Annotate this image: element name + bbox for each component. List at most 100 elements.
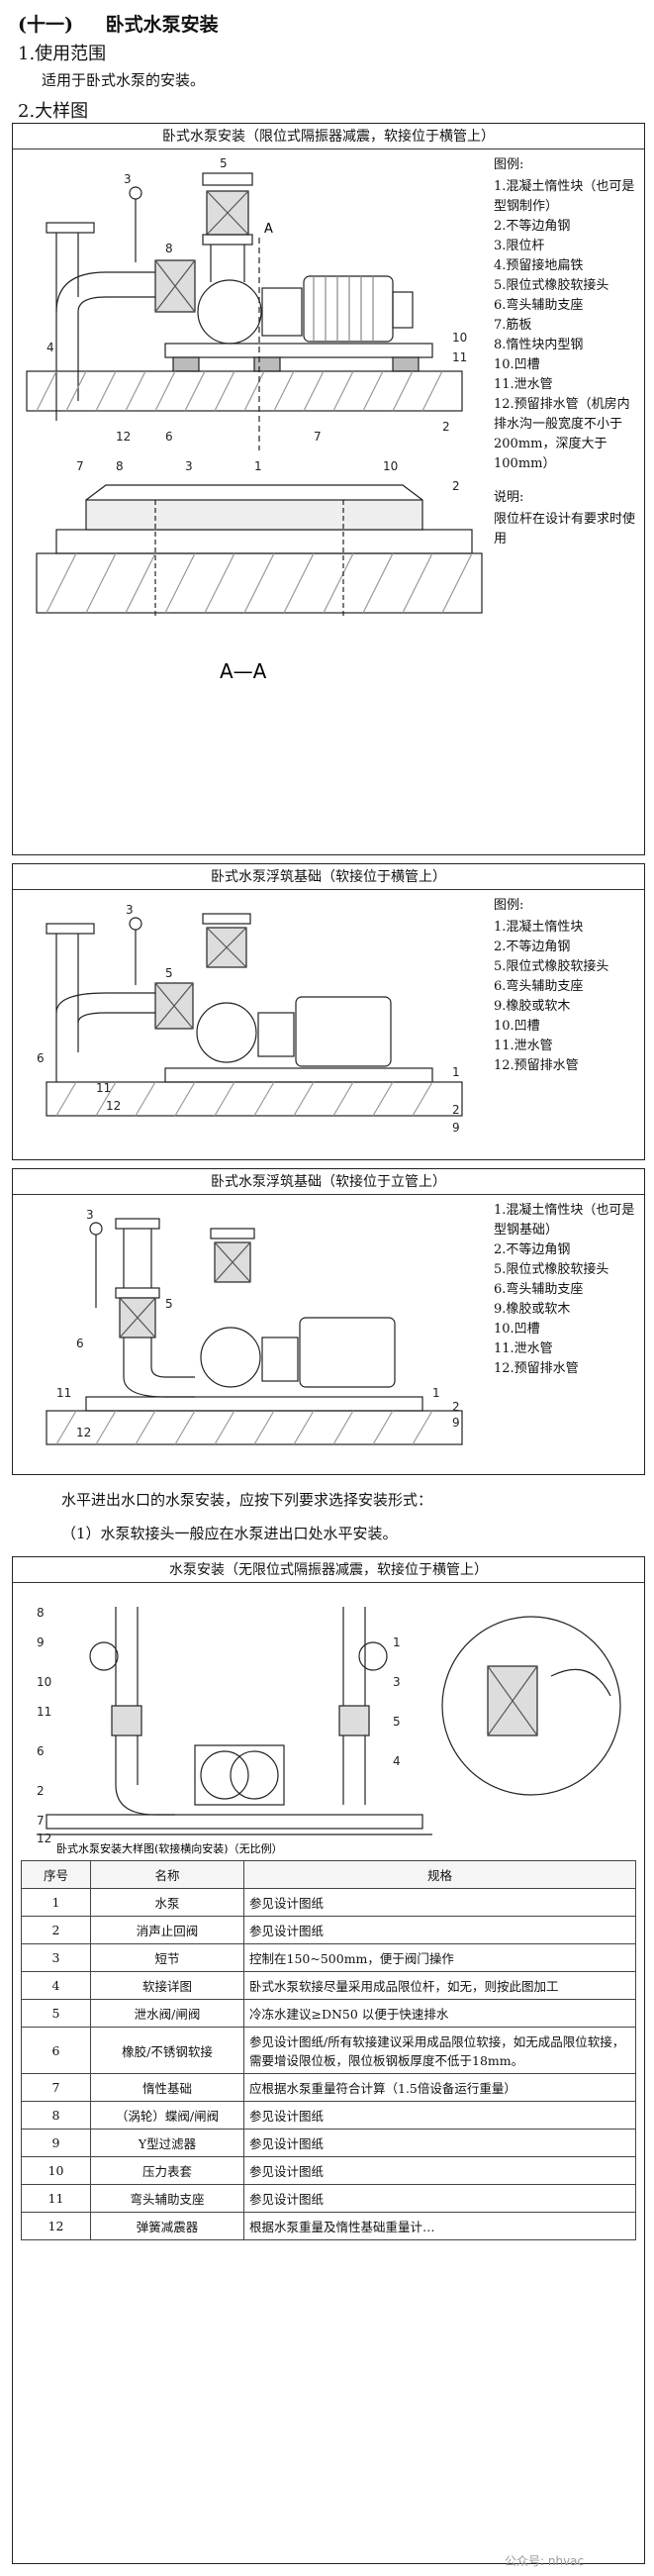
svg-text:3: 3 xyxy=(86,1208,94,1222)
svg-text:6: 6 xyxy=(37,1744,45,1758)
note-title: 说明: xyxy=(494,490,524,505)
svg-text:8: 8 xyxy=(165,242,173,255)
svg-text:9: 9 xyxy=(452,1121,460,1135)
section-heading: (十一) 卧式水泵安装 xyxy=(18,10,219,37)
legend-item: 2.不等边角钢 xyxy=(494,219,571,234)
cell-spec: 根据水泵重量及惰性基础重量计… xyxy=(243,2212,636,2240)
table-row: 11 弯头辅助支座 参见设计图纸 xyxy=(21,2184,636,2213)
cell-name: 消声止回阀 xyxy=(90,1916,244,1944)
table-row: 5 泄水阀/闸阀 冷冻水建议≥DN50 以便于快速排水 xyxy=(21,1999,636,2028)
table-row: 6 橡胶/不锈钢软接 参见设计图纸/所有软接建议采用成品限位软接，如无成品限位软… xyxy=(21,2027,636,2074)
svg-text:7: 7 xyxy=(37,1814,45,1828)
figure-2-legend: 图例: 1.混凝土惰性块 2.不等边角钢 5.限位式橡胶软接头 6.弯头辅助支座… xyxy=(494,896,642,1076)
legend-item: 8.惰性块内型钢 xyxy=(494,338,584,352)
legend-item: 5.限位式橡胶软接头 xyxy=(494,959,609,974)
svg-text:11: 11 xyxy=(37,1705,51,1719)
header-name: 名称 xyxy=(90,1860,244,1889)
svg-text:6: 6 xyxy=(76,1337,84,1350)
legend-item: 10.凹槽 xyxy=(494,357,540,372)
cell-name: 泄水阀/闸阀 xyxy=(90,1999,244,2028)
scope-text: 适用于卧式水泵的安装。 xyxy=(42,71,206,89)
svg-text:11: 11 xyxy=(56,1386,71,1400)
svg-text:1: 1 xyxy=(393,1635,401,1649)
svg-text:4: 4 xyxy=(47,341,54,354)
legend-item: 1.混凝土惰性块 xyxy=(494,920,584,935)
scope-heading: 1.使用范围 xyxy=(18,44,107,64)
spec-table: 序号 名称 规格 1 水泵 参见设计图纸 2 消声止回阀 参见设计图纸 3 短节… xyxy=(21,1860,636,2240)
cell-spec: 卧式水泵软接尽量采用成品限位杆，如无，则按此图加工 xyxy=(243,1971,636,2000)
figure-1-legend: 图例: 1.混凝土惰性块（也可是型钢制作） 2.不等边角钢 3.限位杆 4.预留… xyxy=(494,155,642,549)
svg-text:10: 10 xyxy=(452,331,467,345)
svg-text:1: 1 xyxy=(432,1386,440,1400)
section-number: (十一) xyxy=(18,14,73,36)
cell-no: 1 xyxy=(21,1888,91,1917)
section-label-aa: A—A xyxy=(220,659,267,683)
table-row: 7 惰性基础 应根据水泵重量符合计算（1.5倍设备运行重量） xyxy=(21,2073,636,2102)
paragraph-1: 水平进出水口的水泵安装，应按下列要求选择安装形式： xyxy=(61,1491,433,1509)
figure-3-title: 卧式水泵浮筑基础（软接位于立管上） xyxy=(13,1169,644,1195)
svg-text:8: 8 xyxy=(116,459,124,473)
svg-text:2: 2 xyxy=(452,1400,460,1414)
cell-spec: 参见设计图纸 xyxy=(243,2156,636,2185)
cell-name: 弹簧减震器 xyxy=(90,2212,244,2240)
svg-text:7: 7 xyxy=(76,459,84,473)
svg-text:2: 2 xyxy=(442,420,450,434)
legend-title: 图例: xyxy=(494,157,524,172)
legend-item: 1.混凝土惰性块（也可是型钢基础） xyxy=(494,1203,635,1238)
cell-spec: 参见设计图纸 xyxy=(243,1888,636,1917)
svg-text:12: 12 xyxy=(76,1426,91,1439)
cell-spec: 参见设计图纸 xyxy=(243,2184,636,2213)
figure-4-title: 水泵安装（无限位式隔振器减震，软接位于横管上） xyxy=(13,1557,644,1583)
cell-no: 4 xyxy=(21,1971,91,2000)
cell-no: 3 xyxy=(21,1943,91,1972)
cell-no: 7 xyxy=(21,2073,91,2102)
legend-item: 2.不等边角钢 xyxy=(494,1242,571,1257)
svg-text:9: 9 xyxy=(37,1635,45,1649)
cell-name: 压力表套 xyxy=(90,2156,244,2185)
svg-text:10: 10 xyxy=(383,459,398,473)
svg-text:1: 1 xyxy=(254,459,262,473)
legend-item: 11.泄水管 xyxy=(494,1039,553,1053)
svg-text:2: 2 xyxy=(452,479,460,493)
cell-no: 8 xyxy=(21,2101,91,2130)
cell-spec: 参见设计图纸 xyxy=(243,2101,636,2130)
svg-text:3: 3 xyxy=(126,903,134,917)
figure-4-caption: 卧式水泵安装大样图(软接横向安装)（无比例） xyxy=(56,1841,283,1854)
legend-item: 11.泄水管 xyxy=(494,377,553,392)
svg-text:12: 12 xyxy=(37,1832,51,1845)
legend-item: 11.泄水管 xyxy=(494,1341,553,1356)
cell-name: 短节 xyxy=(90,1943,244,1972)
cell-no: 6 xyxy=(21,2027,91,2074)
cell-name: 水泵 xyxy=(90,1888,244,1917)
legend-item: 10.凹槽 xyxy=(494,1322,540,1337)
table-row: 8 （涡轮）蝶阀/闸阀 参见设计图纸 xyxy=(21,2101,636,2130)
svg-text:5: 5 xyxy=(220,156,228,170)
cell-name: 弯头辅助支座 xyxy=(90,2184,244,2213)
svg-text:6: 6 xyxy=(37,1051,45,1065)
legend-item: 5.限位式橡胶软接头 xyxy=(494,278,609,293)
header-no: 序号 xyxy=(21,1860,91,1889)
legend-item: 9.橡胶或软木 xyxy=(494,999,571,1014)
svg-text:7: 7 xyxy=(314,430,322,444)
table-header-row: 序号 名称 规格 xyxy=(21,1860,636,1889)
section-title: 卧式水泵安装 xyxy=(105,14,219,36)
header-spec: 规格 xyxy=(243,1860,636,1889)
legend-item: 5.限位式橡胶软接头 xyxy=(494,1262,609,1277)
legend-item: 2.不等边角钢 xyxy=(494,940,571,954)
table-row: 4 软接详图 卧式水泵软接尽量采用成品限位杆，如无，则按此图加工 xyxy=(21,1971,636,2000)
detail-heading: 2.大样图 xyxy=(18,101,89,122)
legend-title: 图例: xyxy=(494,898,524,913)
cell-spec: 冷冻水建议≥DN50 以便于快速排水 xyxy=(243,1999,636,2028)
cell-spec: 控制在150~500mm，便于阀门操作 xyxy=(243,1943,636,1972)
cell-name: Y型过滤器 xyxy=(90,2129,244,2157)
note-text: 限位杆在设计有要求时使用 xyxy=(494,512,636,546)
legend-item: 6.弯头辅助支座 xyxy=(494,298,584,313)
svg-text:4: 4 xyxy=(393,1754,401,1768)
svg-text:10: 10 xyxy=(37,1675,51,1689)
legend-item: 9.橡胶或软木 xyxy=(494,1302,571,1317)
figure-4: 水泵安装（无限位式隔振器减震，软接位于横管上） 8 9 10 xyxy=(12,1556,645,2564)
figure-1: 卧式水泵安装（限位式隔振器减震，软接位于横管上） xyxy=(12,123,645,855)
